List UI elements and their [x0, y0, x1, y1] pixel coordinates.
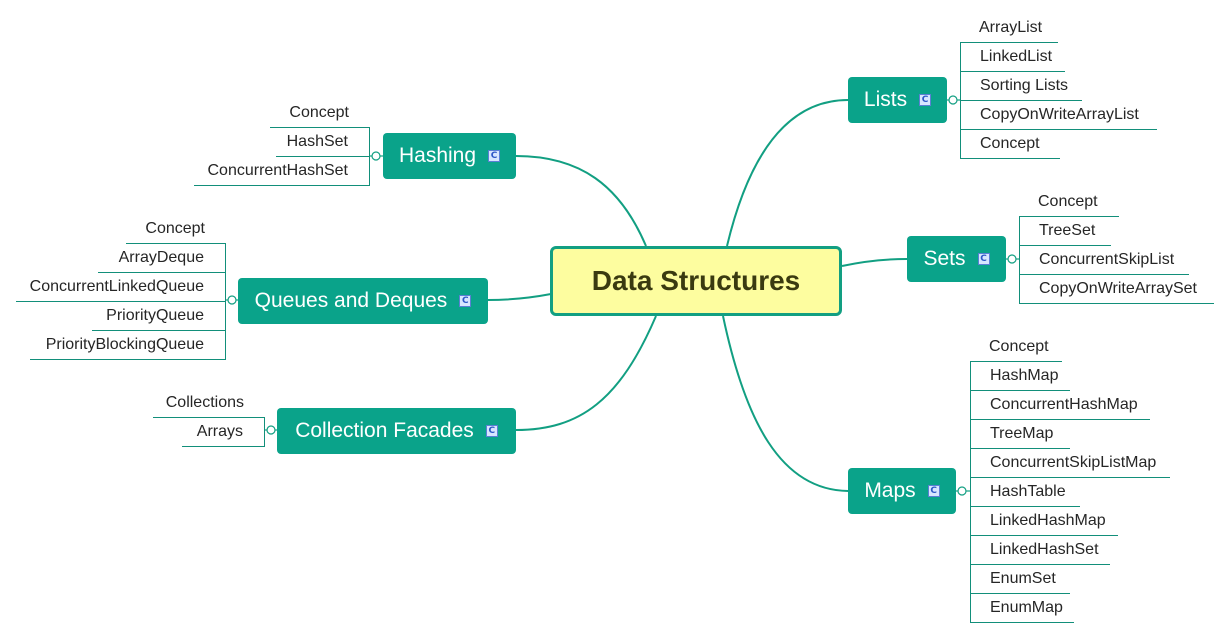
- collapse-toggle-maps[interactable]: [957, 486, 967, 496]
- connector-facades: [515, 315, 657, 431]
- connector-sets: [841, 258, 908, 267]
- collapse-toggle-hashing[interactable]: [371, 151, 381, 161]
- leaf-lists-concept[interactable]: Concept: [960, 130, 1060, 159]
- leaf-queues-priorityblockingqueue[interactable]: PriorityBlockingQueue: [30, 331, 226, 360]
- collapse-toggle-sets[interactable]: [1007, 254, 1017, 264]
- leaf-lists-copyonwritearraylist[interactable]: CopyOnWriteArrayList: [960, 101, 1157, 130]
- leaf-lists-sorting-lists[interactable]: Sorting Lists: [960, 72, 1082, 101]
- leaf-maps-concept[interactable]: Concept: [970, 333, 1062, 362]
- leaf-queues-concurrentlinkedqueue[interactable]: ConcurrentLinkedQueue: [16, 273, 226, 302]
- leaf-maps-treemap[interactable]: TreeMap: [970, 420, 1070, 449]
- c-badge-icon: C: [919, 94, 932, 106]
- leaf-facades-collections[interactable]: Collections: [153, 389, 265, 418]
- leaf-maps-linkedhashset[interactable]: LinkedHashSet: [970, 536, 1110, 565]
- topic-sets[interactable]: Sets C: [907, 236, 1006, 282]
- topic-lists[interactable]: Lists C: [848, 77, 947, 123]
- topic-maps[interactable]: Maps C: [848, 468, 956, 514]
- leaf-maps-linkedhashmap[interactable]: LinkedHashMap: [970, 507, 1118, 536]
- topic-sets-label: Sets: [923, 247, 966, 270]
- topic-maps-label: Maps: [864, 479, 916, 502]
- connector-maps: [722, 315, 849, 492]
- c-badge-icon: C: [977, 253, 990, 265]
- topic-hashing-label: Hashing: [398, 144, 477, 167]
- leaf-maps-hashmap[interactable]: HashMap: [970, 362, 1070, 391]
- collapse-toggle-queues[interactable]: [227, 295, 237, 305]
- leaf-queues-concept[interactable]: Concept: [126, 215, 226, 244]
- leaf-maps-enumset[interactable]: EnumSet: [970, 565, 1070, 594]
- leaf-hashing-concept[interactable]: Concept: [270, 99, 370, 128]
- leaf-maps-enummap[interactable]: EnumMap: [970, 594, 1074, 623]
- c-badge-icon: C: [459, 295, 472, 307]
- leaf-maps-concurrenthashmap[interactable]: ConcurrentHashMap: [970, 391, 1150, 420]
- connector-hashing: [515, 155, 647, 247]
- leaf-queues-priorityqueue[interactable]: PriorityQueue: [92, 302, 226, 331]
- leaf-sets-concept[interactable]: Concept: [1019, 188, 1119, 217]
- connector-lists: [726, 99, 849, 247]
- topic-lists-label: Lists: [863, 88, 908, 111]
- leaf-hashing-concurrenthashset[interactable]: ConcurrentHashSet: [194, 157, 370, 186]
- c-badge-icon: C: [485, 425, 498, 437]
- leaf-sets-concurrentskiplist[interactable]: ConcurrentSkipList: [1019, 246, 1189, 275]
- collapse-toggle-facades[interactable]: [266, 425, 276, 435]
- central-topic[interactable]: Data Structures: [550, 246, 842, 316]
- topic-collection-facades[interactable]: Collection Facades C: [277, 408, 516, 454]
- leaf-facades-arrays[interactable]: Arrays: [182, 418, 265, 447]
- leaf-maps-hashtable[interactable]: HashTable: [970, 478, 1080, 507]
- connector-queues: [487, 293, 552, 301]
- central-topic-label: Data Structures: [591, 265, 801, 296]
- topic-queues-label: Queues and Deques: [254, 289, 448, 312]
- topic-facades-label: Collection Facades: [295, 419, 474, 442]
- leaf-maps-concurrentskiplistmap[interactable]: ConcurrentSkipListMap: [970, 449, 1170, 478]
- leaf-hashing-hashset[interactable]: HashSet: [276, 128, 370, 157]
- leaf-lists-linkedlist[interactable]: LinkedList: [960, 43, 1065, 72]
- topic-queues-and-deques[interactable]: Queues and Deques C: [238, 278, 488, 324]
- c-badge-icon: C: [927, 485, 940, 497]
- leaf-sets-treeset[interactable]: TreeSet: [1019, 217, 1111, 246]
- leaf-lists-arraylist[interactable]: ArrayList: [960, 14, 1058, 43]
- collapse-toggle-lists[interactable]: [948, 95, 958, 105]
- leaf-sets-copyonwritearrayset[interactable]: CopyOnWriteArraySet: [1019, 275, 1214, 304]
- topic-hashing[interactable]: Hashing C: [383, 133, 516, 179]
- leaf-queues-arraydeque[interactable]: ArrayDeque: [98, 244, 226, 273]
- c-badge-icon: C: [488, 150, 501, 162]
